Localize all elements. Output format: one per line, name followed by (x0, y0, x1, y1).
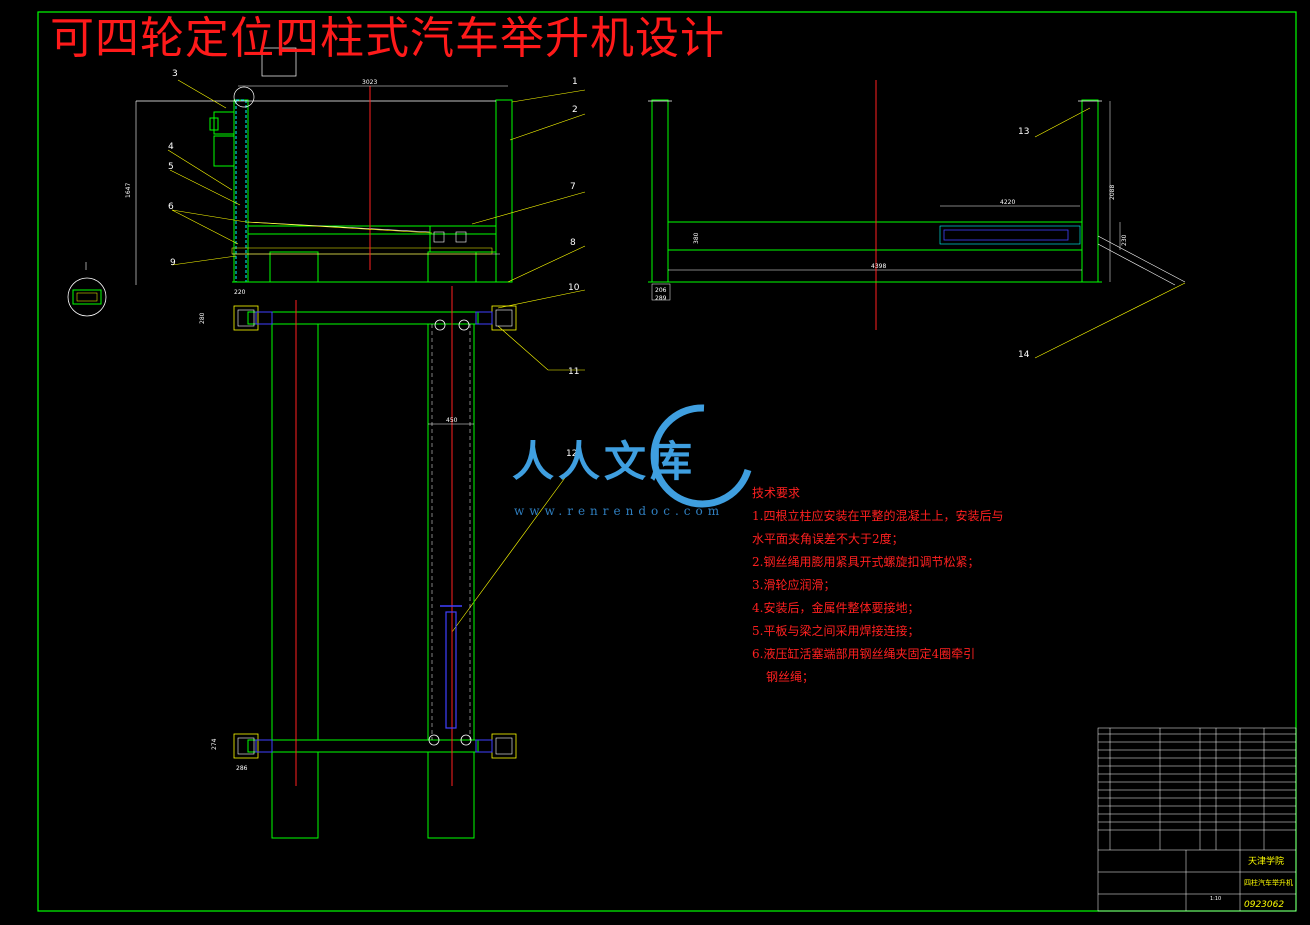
leader-lines (167, 79, 1186, 633)
dim-corner-w: 274 (211, 738, 218, 750)
technical-note-line: 6.液压缸活塞端部用钢丝绳夹固定4圈牵引 (752, 647, 976, 661)
technical-note-line: 5.平板与梁之间采用焊接连接； (752, 624, 920, 638)
dim-beam-length: 4220 (1000, 199, 1015, 206)
dim-side-length: 4398 (871, 263, 886, 270)
side-view: 4398 2088 4220 380 230 206 289 (648, 80, 1186, 330)
technical-notes-heading: 技术要求 (752, 486, 801, 500)
technical-note-line: 2.钢丝绳用膨用紧具开式螺旋扣调节松紧； (752, 555, 980, 569)
dim-base-b: 289 (655, 295, 667, 302)
part-label-2: 2 (572, 105, 578, 115)
part-label-14: 14 (1018, 350, 1030, 360)
part-label-6: 6 (168, 202, 174, 212)
watermark-url: www.renrendoc.com (514, 504, 725, 518)
drawing-border (37, 11, 1297, 912)
dim-gap: 450 (446, 417, 458, 424)
technical-note-line: 水平面夹角误差不大于2度； (752, 532, 904, 546)
part-label-3: 3 (172, 69, 178, 79)
technical-note-line: 3.滑轮应润滑； (752, 578, 836, 592)
plan-view: 450 280 274 286 (199, 286, 517, 839)
dim-side-height: 2088 (1109, 185, 1116, 200)
drawing-title: 可四轮定位四柱式汽车举升机设计 (50, 13, 725, 64)
dim-post-width: 220 (234, 289, 246, 296)
dim-platform-height: 380 (693, 232, 700, 244)
part-label-4: 4 (168, 142, 174, 152)
drawing-number: 0923062 (1244, 900, 1284, 910)
technical-notes: 技术要求 1.四根立柱应安装在平整的混凝土上，安装后与 水平面夹角误差不大于2度… (752, 482, 1003, 689)
part-label-1: 1 (572, 77, 578, 87)
dim-corner-h: 286 (236, 765, 248, 772)
part-label-9: 9 (170, 258, 176, 268)
part-label-13: 13 (1018, 127, 1029, 137)
watermark: 人人文库 www.renrendoc.com (512, 400, 812, 540)
dim-overall-width: 3023 (362, 79, 377, 86)
detail-circle (67, 262, 107, 317)
part-label-8: 8 (570, 238, 576, 248)
part-label-10: 10 (568, 283, 580, 293)
part-number-labels: 3 4 5 6 9 1 2 7 8 10 11 12 13 14 (168, 69, 1030, 459)
watermark-text: 人人文库 (512, 437, 697, 486)
drawing-name: 四柱汽车举升机 (1244, 878, 1293, 887)
part-label-12: 12 (566, 449, 577, 459)
part-label-5: 5 (168, 162, 174, 172)
technical-note-line: 1.四根立柱应安装在平整的混凝土上，安装后与 (752, 509, 1004, 523)
dim-platform-thk: 230 (1121, 234, 1128, 246)
dim-base-a: 206 (655, 287, 667, 294)
title-block (1097, 727, 1297, 912)
technical-note-line: 钢丝绳； (766, 670, 815, 684)
part-label-7: 7 (570, 182, 576, 192)
technical-note-line: 4.安装后，金属件整体要接地； (752, 601, 920, 615)
front-view: 3023 1647 220 (125, 47, 513, 296)
watermark-logo-icon (650, 404, 752, 508)
school-name: 天津学院 (1248, 855, 1284, 867)
scale-value: 1:10 (1210, 896, 1221, 902)
title-block-text: 天津学院 四柱汽车举升机 0923062 1:10 (1210, 855, 1293, 910)
dim-post-width-b: 280 (199, 312, 206, 324)
part-label-11: 11 (568, 367, 579, 377)
dim-overall-height: 1647 (125, 183, 132, 198)
